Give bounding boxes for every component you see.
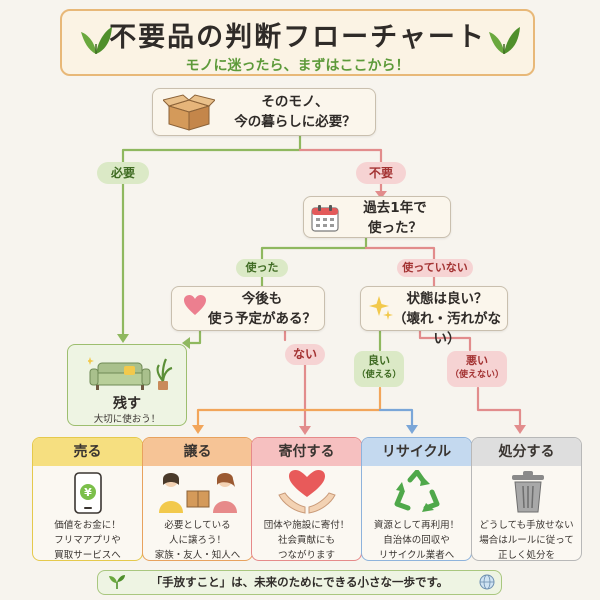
card-give: 譲る 必要としている 人に譲ろう！ 家族・友人・知人へ (142, 437, 253, 561)
card-sell-title: 売る (33, 438, 142, 466)
card-donate-line3: つながります (277, 550, 335, 561)
question-need-line2: 今の暮らしに必要？ (234, 114, 356, 130)
question-future-use: 今後も 使う予定がある？ (171, 286, 325, 331)
sprout-icon (109, 575, 125, 589)
card-give-line1: 必要としている (164, 520, 231, 531)
keep-result: 残す 大切に使おう！ (67, 344, 187, 426)
question-need-line1: そのモノ、 (261, 94, 329, 110)
branch-unneeded-label: 不要 (356, 162, 406, 184)
question-used-line1: 過去1年で (363, 200, 427, 216)
branch-no-label: ない (285, 344, 325, 365)
card-recycle-line1: 資源として再利用！ (373, 520, 460, 531)
footer-message: 「手放すこと」は、未来のためにできる小さな一歩です。 (150, 575, 449, 589)
card-give-line2: 人に譲ろう！ (168, 535, 226, 546)
branch-good-line2: （使える） (356, 370, 402, 380)
question-condition-line2: （壊れ・汚れがない） (393, 311, 501, 347)
branch-good-line1: 良い (368, 354, 390, 367)
question-used-last-year: 過去1年で 使った？ (303, 196, 451, 238)
branch-bad-label: 悪い （使えない） (447, 351, 507, 387)
card-give-line3: 家族・友人・知人へ (154, 550, 241, 561)
people-handing-box-icon (159, 473, 237, 513)
footer-banner: 「手放すこと」は、未来のためにできる小さな一歩です。 (97, 570, 502, 595)
question-used-line2: 使った？ (368, 220, 422, 236)
card-recycle: リサイクル 資源として再利用！ 自治体の回収や リサイクル業者へ (361, 437, 472, 561)
card-sell-line2: フリマアプリや (54, 535, 121, 546)
leaf-icon (489, 27, 520, 54)
page-subtitle: モノに迷ったら、まずはここから！ (185, 58, 410, 74)
card-donate-title: 寄付する (252, 438, 361, 466)
question-future-line2: 使う予定がある？ (208, 311, 316, 327)
question-condition: 状態は良い？ （壊れ・汚れがない） (360, 286, 508, 347)
page-title: 不要品の判断フローチャート (109, 22, 486, 53)
card-dispose-line2: 場合はルールに従って (479, 535, 574, 546)
smartphone-yen-icon: ¥ (74, 472, 102, 514)
card-recycle-title: リサイクル (362, 438, 471, 466)
branch-needed-label: 必要 (97, 162, 149, 184)
hands-heart-icon (278, 470, 336, 514)
title-banner: 不要品の判断フローチャート モノに迷ったら、まずはここから！ (60, 9, 535, 76)
branch-bad-line2: （使えない） (449, 370, 504, 380)
card-sell-line1: 価値をお金に！ (54, 520, 121, 531)
card-donate-line2: 社会貢献にも (277, 535, 335, 546)
question-future-line1: 今後も (241, 291, 283, 307)
card-sell-line3: 買取サービスへ (54, 550, 121, 561)
leaf-icon (81, 27, 112, 54)
recycle-icon (394, 470, 440, 512)
branch-unused-label: 使っていない (397, 259, 473, 277)
svg-text:¥: ¥ (84, 486, 92, 499)
card-dispose-title: 処分する (472, 438, 581, 466)
card-donate: 寄付する 団体や施設に寄付！ 社会貢献にも つながります (251, 437, 362, 561)
card-dispose: 処分する どうしても手放せない 場合はルールに従って 正しく処分を (471, 437, 582, 561)
card-donate-line1: 団体や施設に寄付！ (263, 520, 350, 531)
card-recycle-line2: 自治体の回収や (383, 535, 450, 546)
calendar-icon (311, 205, 339, 232)
branch-good-label: 良い （使える） (354, 351, 404, 387)
card-recycle-line3: リサイクル業者へ (378, 550, 455, 561)
card-dispose-line1: どうしても手放せない (479, 520, 574, 531)
branch-bad-line1: 悪い (466, 354, 488, 367)
branch-used-label: 使った (236, 259, 288, 277)
trash-can-icon (512, 471, 544, 513)
card-sell: 売る ¥ 価値をお金に！ フリマアプリや 買取サービスへ (32, 437, 143, 561)
sofa-and-plant-icon (88, 357, 173, 390)
cardboard-box-icon (163, 94, 215, 131)
question-need: そのモノ、 今の暮らしに必要？ (152, 88, 376, 136)
keep-subtitle: 大切に使おう！ (93, 414, 161, 425)
heart-icon (184, 295, 206, 315)
card-give-title: 譲る (143, 438, 252, 466)
question-condition-line1: 状態は良い？ (406, 291, 488, 307)
sparkle-icon (369, 296, 393, 320)
globe-icon (479, 574, 495, 590)
card-dispose-line3: 正しく処分を (497, 550, 555, 561)
keep-title: 残す (113, 396, 141, 412)
